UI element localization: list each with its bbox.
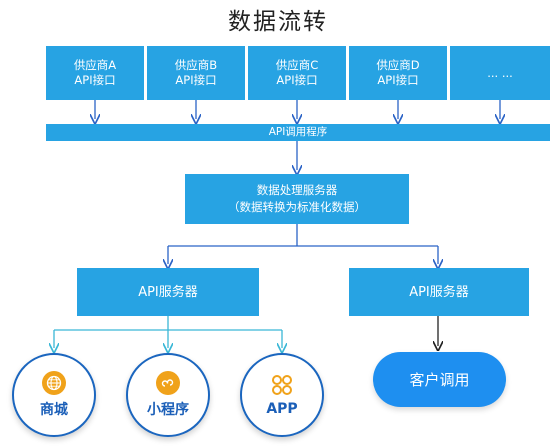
api-server-right: API服务器 (349, 268, 529, 316)
app-grid-icon (270, 373, 294, 397)
mini-program-icon (156, 371, 180, 395)
supplier-name: 供应商B (174, 58, 218, 72)
supplier-box-more: ... ... (450, 46, 550, 100)
client-mini-program[interactable]: 小程序 (126, 353, 210, 437)
processor-subtitle: （数据转换为标准化数据） (228, 200, 366, 214)
client-mall[interactable]: 商城 (12, 353, 96, 437)
supplier-name: 供应商D (376, 58, 420, 72)
supplier-name: ... ... (487, 65, 513, 80)
api-caller-bar: API调用程序 (46, 124, 550, 141)
client-label: 小程序 (147, 402, 189, 418)
supplier-box-c: 供应商C API接口 (248, 46, 346, 100)
supplier-box-b: 供应商B API接口 (147, 46, 245, 100)
client-label: APP (266, 401, 298, 417)
supplier-box-a: 供应商A API接口 (46, 46, 144, 100)
data-processor-box: 数据处理服务器 （数据转换为标准化数据） (185, 174, 409, 224)
supplier-api: API接口 (74, 73, 116, 87)
customer-call-button[interactable]: 客户调用 (373, 352, 506, 407)
processor-title: 数据处理服务器 (256, 183, 338, 197)
globe-icon (42, 371, 66, 395)
diagram-title: 数据流转 (228, 9, 328, 35)
client-label: 商城 (40, 402, 68, 418)
supplier-api: API接口 (276, 73, 318, 87)
client-app[interactable]: APP (240, 353, 324, 437)
supplier-name: 供应商C (275, 58, 319, 72)
supplier-api: API接口 (377, 73, 419, 87)
api-server-left: API服务器 (77, 268, 259, 316)
supplier-box-d: 供应商D API接口 (349, 46, 447, 100)
supplier-name: 供应商A (73, 58, 117, 72)
supplier-api: API接口 (175, 73, 217, 87)
